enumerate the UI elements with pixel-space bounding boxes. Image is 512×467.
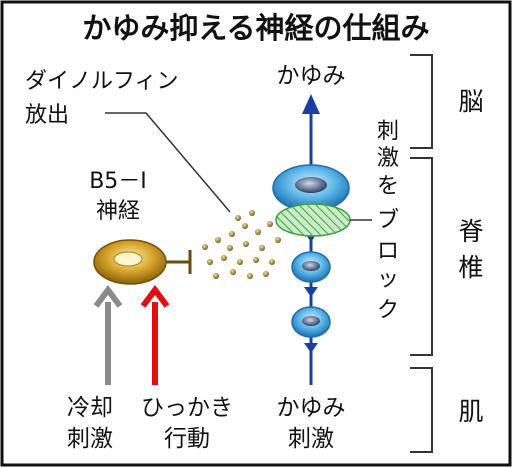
itch-top-label: かゆみ — [277, 63, 346, 89]
scratch-label-line2: 行動 — [164, 426, 210, 452]
region-brain: 脳 — [458, 87, 483, 116]
region-spine-2: 椎 — [458, 253, 483, 282]
pathway-tick-3 — [304, 343, 318, 353]
scratch-arrow-head — [140, 285, 170, 308]
region-spine-1: 脊 — [458, 217, 483, 246]
neuron-label-line1: B5－I — [89, 169, 147, 194]
block-label-6: ッ — [377, 267, 399, 292]
pathway-tick-2 — [304, 287, 318, 297]
block-label-3: を — [377, 174, 399, 199]
spine-bracket — [410, 157, 433, 356]
block-label-4: ブ — [377, 208, 399, 233]
dynorphin-leader-line — [105, 112, 231, 213]
block-label-7: ク — [377, 298, 399, 323]
cold-label-line1: 冷却 — [67, 395, 113, 421]
neuron-label-line2: 神経 — [96, 199, 140, 224]
dynorphin-particles — [202, 210, 281, 279]
dynorphin-label-line1: ダイノルフィン — [25, 69, 179, 94]
cold-label-line2: 刺激 — [67, 426, 113, 452]
large-spinal-cell-nucleus — [295, 177, 327, 193]
skin-bracket — [410, 367, 433, 453]
cold-arrow-head — [93, 285, 123, 308]
itch-bottom-label-line1: かゆみ — [277, 395, 346, 421]
block-label-2: 激 — [377, 146, 399, 171]
b5i-neuron-nucleus — [113, 251, 143, 267]
block-label-1: 刺 — [377, 119, 399, 144]
spinal-cell-2-nucleus — [302, 261, 320, 271]
block-label-5: ロ — [377, 239, 399, 264]
region-skin: 肌 — [458, 397, 483, 426]
dynorphin-label-line2: 放出 — [25, 103, 69, 128]
itch-bottom-label-line2: 刺激 — [288, 426, 334, 452]
spinal-cell-3-nucleus — [302, 316, 320, 326]
diagram-title: かゆみ抑える神経の仕組み — [82, 11, 429, 45]
itch-pathway-arrowhead — [302, 94, 320, 114]
scratch-label-line1: ひっかき — [141, 395, 233, 421]
block-zone — [275, 203, 351, 237]
brain-bracket — [410, 54, 433, 149]
